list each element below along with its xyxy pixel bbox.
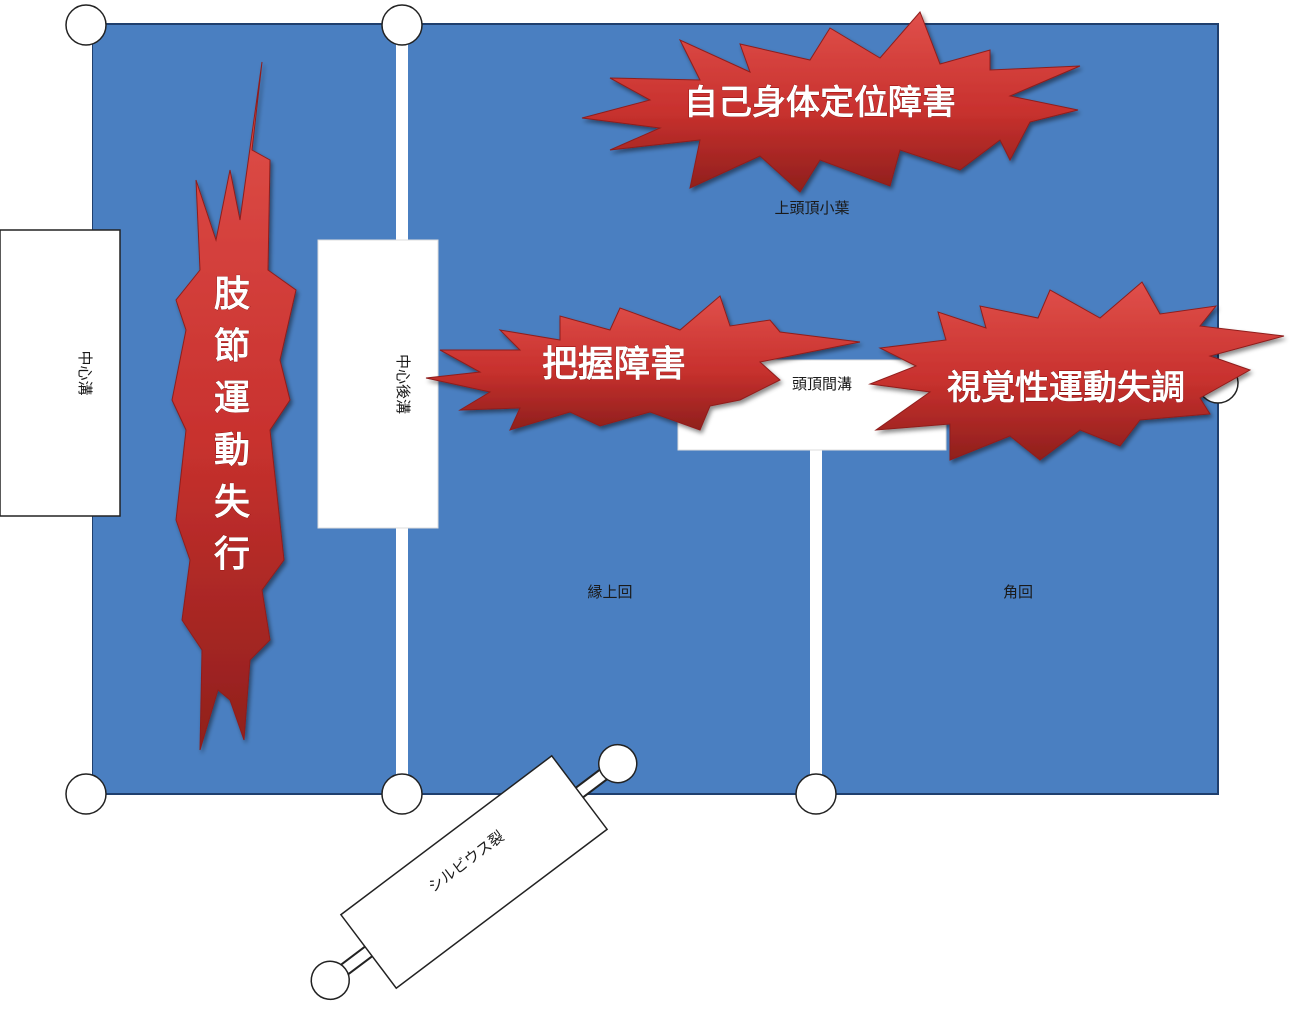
burst-ideomotor-char: 失 bbox=[214, 482, 251, 523]
node-bottom-left bbox=[65, 773, 107, 815]
left-plate-label: 中心溝 bbox=[76, 350, 94, 395]
burst-ideomotor-label: 肢節運動失行 bbox=[214, 274, 251, 575]
burst-ideomotor: 肢節運動失行 bbox=[171, 61, 297, 751]
burst-self-body: 自己身体定位障害 bbox=[581, 11, 1081, 193]
burst-ideomotor-char: 節 bbox=[214, 326, 250, 367]
burst-ideomotor-char: 運 bbox=[214, 378, 250, 419]
mid-plate-label: 中心後溝 bbox=[394, 354, 412, 414]
burst-grasp-label: 把握障害 bbox=[542, 344, 686, 385]
burst-ideomotor-char: 肢 bbox=[214, 274, 251, 315]
burst-ideomotor-char: 動 bbox=[214, 430, 250, 471]
burst-self-body-label: 自己身体定位障害 bbox=[684, 83, 956, 123]
node-top-mid bbox=[381, 4, 423, 46]
sylvian-plate: シルビウス裂 bbox=[310, 743, 638, 1001]
node-bottom-mid bbox=[381, 773, 423, 815]
burst-grasp: 把握障害 bbox=[425, 295, 861, 431]
angular-label: 角回 bbox=[1003, 583, 1033, 601]
node-top-left bbox=[65, 4, 107, 46]
left-plate bbox=[0, 229, 121, 517]
upper-parietal-label: 上頭頂小葉 bbox=[774, 199, 849, 217]
intraparietal-label: 頭頂間溝 bbox=[792, 375, 852, 393]
burst-optic-ataxia-label: 視覚性運動失調 bbox=[947, 368, 1185, 408]
node-bottom-right bbox=[795, 773, 837, 815]
mid-plate bbox=[317, 239, 439, 529]
burst-ideomotor-char: 行 bbox=[214, 534, 250, 575]
supramarginal-label: 縁上回 bbox=[587, 583, 632, 601]
burst-optic-ataxia: 視覚性運動失調 bbox=[868, 281, 1285, 461]
